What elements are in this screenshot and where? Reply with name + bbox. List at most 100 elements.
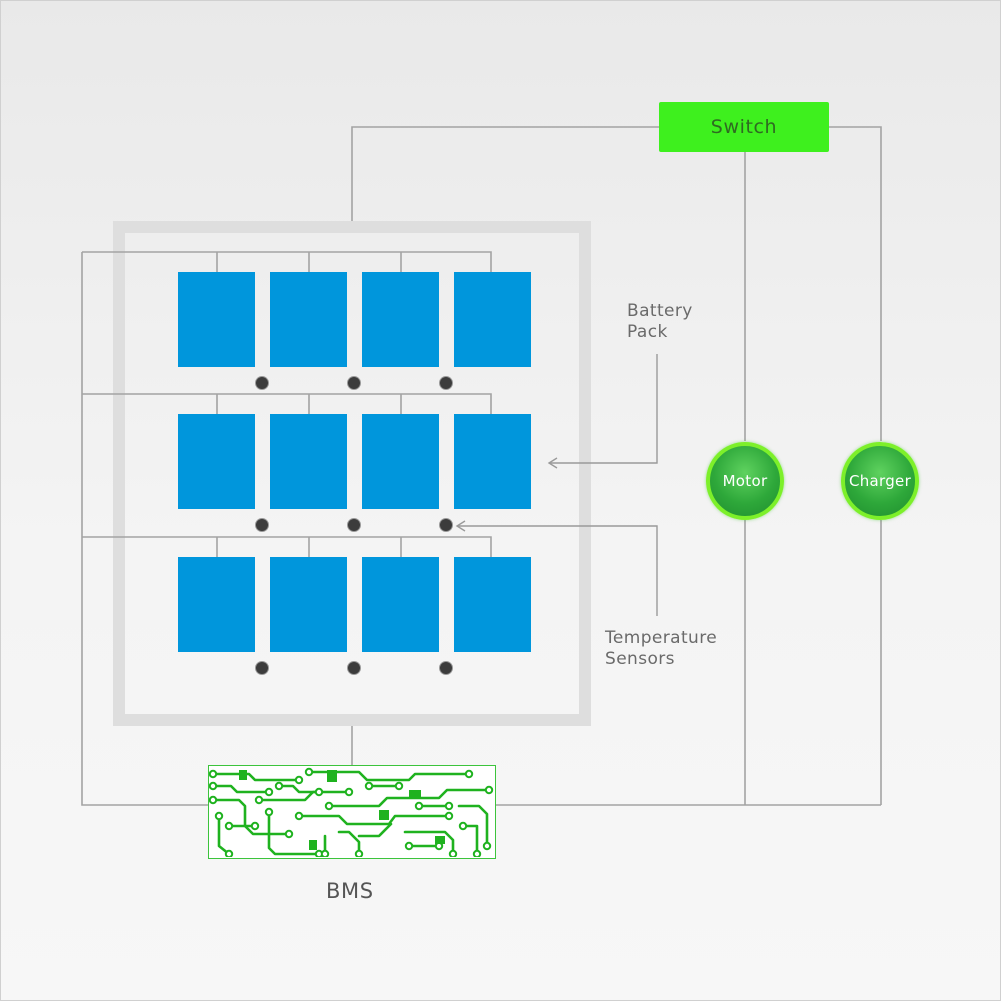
pcb-pad (484, 785, 494, 795)
pcb-pad (214, 811, 224, 821)
callout-battery-pack (550, 354, 658, 464)
pcb-trace (211, 772, 301, 782)
battery-cell (178, 272, 255, 367)
battery-cell (362, 272, 439, 367)
battery-cell (362, 414, 439, 509)
pcb-pad (320, 849, 330, 857)
pcb-pad (250, 821, 260, 831)
battery-cell (178, 414, 255, 509)
pcb-trace (297, 814, 451, 826)
pcb-trace (217, 814, 231, 856)
pcb-pad (472, 849, 482, 857)
pcb-trace (267, 810, 321, 856)
callout-temperature-sensors-arrowhead (455, 520, 466, 532)
pcb-pad (458, 821, 468, 831)
temperature-sensors-label: Temperature Sensors (605, 628, 717, 670)
switch-label: Switch (710, 116, 778, 138)
wire-switch-to-charger (829, 126, 882, 441)
pcb-pad (224, 821, 234, 831)
callouts (455, 354, 658, 616)
battery-cell (362, 557, 439, 652)
temperature-sensor-dot (347, 376, 361, 390)
temperature-sensor-dot (439, 518, 453, 532)
pcb-trace (337, 830, 361, 856)
temperature-sensors (255, 376, 453, 675)
battery-pack-label-line-2: Pack (627, 322, 668, 342)
pcb-pad (324, 801, 334, 811)
temperature-sensors-label-line-2: Sensors (605, 649, 675, 669)
charger-label: Charger (848, 472, 912, 490)
pcb-chip (409, 790, 421, 798)
pcb-pad (209, 769, 218, 779)
battery-cell (454, 272, 531, 367)
battery-cell (270, 414, 347, 509)
motor-label: Motor (722, 472, 768, 490)
pcb-trace (211, 784, 271, 794)
pcb-trace (457, 804, 489, 848)
pcb-pad (274, 781, 284, 791)
temperature-sensor-dot (439, 376, 453, 390)
bms-label: BMS (326, 879, 374, 903)
charger-node: Charger (841, 442, 919, 520)
temperature-sensor-dot (347, 518, 361, 532)
battery-cell (270, 557, 347, 652)
pcb-traces (209, 767, 494, 857)
callout-temperature-sensors (458, 525, 658, 616)
wire-row-bus (82, 536, 492, 557)
battery-cell (178, 557, 255, 652)
battery-pack-frame (113, 221, 591, 726)
wires (81, 126, 882, 806)
temperature-sensor-dot (347, 661, 361, 675)
pcb-pad (482, 841, 492, 851)
pcb-pad (414, 801, 424, 811)
battery-cell (270, 272, 347, 367)
pcb-chip (327, 770, 337, 782)
pcb-pad (264, 787, 274, 797)
pcb-pad (448, 849, 458, 857)
battery-cell (454, 414, 531, 509)
pcb-pad (209, 795, 218, 805)
wire-left-bus (81, 252, 208, 806)
temperature-sensor-dot (255, 661, 269, 675)
pcb-pad (294, 811, 304, 821)
pcb-pad (209, 781, 218, 791)
pcb-trace (461, 824, 479, 856)
pcb-pad (444, 801, 454, 811)
battery-pack-label-line-1: Battery (627, 301, 693, 321)
callout-battery-pack-arrowhead (547, 457, 558, 469)
pcb-pad (354, 849, 364, 857)
pcb-pad (264, 807, 274, 817)
pcb-pad (294, 775, 304, 785)
pcb-chip (379, 810, 389, 820)
pcb-pad (314, 787, 324, 797)
pcb-trace (403, 830, 455, 856)
temperature-sensor-dot (255, 518, 269, 532)
battery-cell (454, 557, 531, 652)
pcb-pad (394, 781, 404, 791)
bms-circuit-board (208, 765, 496, 859)
battery-cells (178, 272, 531, 652)
wire-switch-to-pack (351, 126, 659, 221)
temperature-sensors-label-line-1: Temperature (605, 628, 718, 648)
pcb-trace (211, 798, 291, 836)
pcb-trace (357, 822, 393, 838)
wire-row-bus (82, 393, 492, 414)
pcb-pad (444, 811, 454, 821)
pcb-pad (254, 795, 264, 805)
pcb-trace (307, 770, 471, 782)
pcb-chip (435, 836, 445, 844)
switch-block: Switch (659, 102, 829, 152)
pcb-pad (304, 767, 314, 777)
battery-pack-label: Battery Pack (627, 301, 693, 343)
pcb-pad (284, 829, 294, 839)
pcb-chip (239, 770, 247, 780)
pcb-chip (309, 840, 317, 850)
wire-row-bus (82, 251, 492, 272)
pcb-pad (404, 841, 414, 851)
pcb-trace (257, 790, 351, 802)
pcb-pad (344, 787, 354, 797)
temperature-sensor-dot (255, 376, 269, 390)
pcb-pad (224, 849, 234, 857)
pcb-pad (464, 769, 474, 779)
